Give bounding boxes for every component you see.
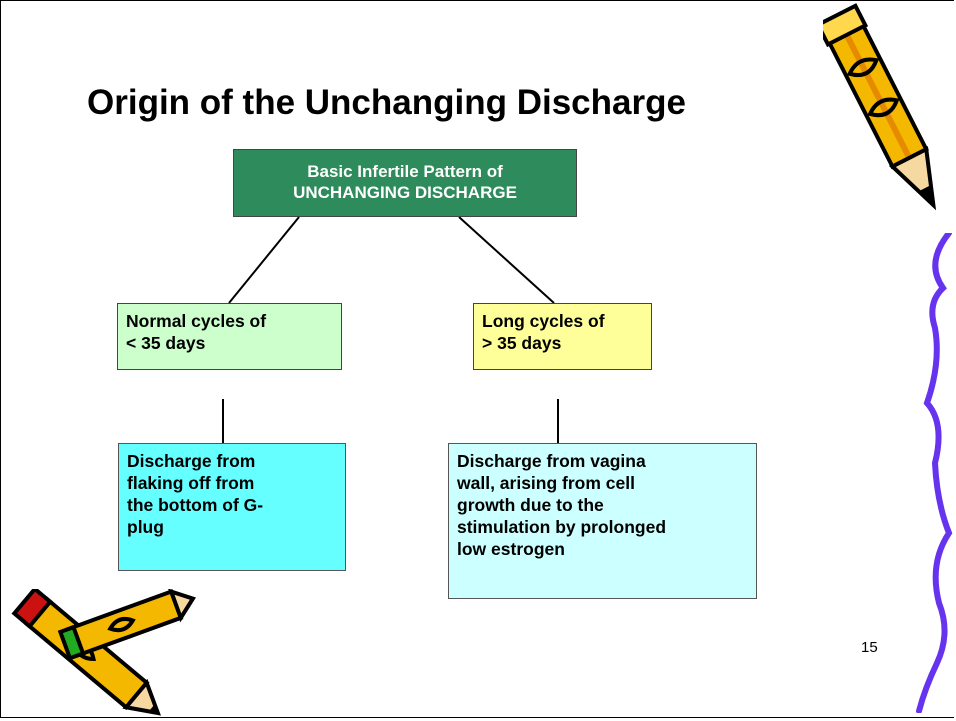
pencil-icon xyxy=(823,3,937,211)
long-cycles-line2: > 35 days xyxy=(482,333,562,353)
page-number: 15 xyxy=(861,639,878,656)
root-node: Basic Infertile Pattern of UNCHANGING DI… xyxy=(233,149,577,217)
vagina-discharge-node: Discharge from vagina wall, arising from… xyxy=(448,443,757,599)
flaking-discharge-line3: the bottom of G- xyxy=(127,495,264,515)
long-cycles-line1: Long cycles of xyxy=(482,311,605,331)
vagina-discharge-line2: wall, arising from cell xyxy=(457,473,635,493)
root-node-line1: Basic Infertile Pattern of xyxy=(307,162,503,181)
vagina-discharge-line4: stimulation by prolonged xyxy=(457,517,667,537)
crossed-pencils-icon xyxy=(11,589,196,716)
vagina-discharge-line3: growth due to the xyxy=(457,495,604,515)
long-cycles-node: Long cycles of > 35 days xyxy=(473,303,652,370)
flaking-discharge-line2: flaking off from xyxy=(127,473,255,493)
wavy-line xyxy=(916,233,953,713)
normal-cycles-line1: Normal cycles of xyxy=(126,311,267,331)
root-node-line2: UNCHANGING DISCHARGE xyxy=(293,183,517,202)
flaking-discharge-node: Discharge from flaking off from the bott… xyxy=(118,443,346,571)
normal-cycles-line2: < 35 days xyxy=(126,333,206,353)
connector-root-right xyxy=(458,216,555,304)
flaking-discharge-line4: plug xyxy=(127,517,164,537)
slide-title: Origin of the Unchanging Discharge xyxy=(87,83,686,122)
vagina-discharge-line5: low estrogen xyxy=(457,539,565,559)
flaking-discharge-line1: Discharge from xyxy=(127,451,256,471)
vagina-discharge-line1: Discharge from vagina xyxy=(457,451,646,471)
connector-root-left xyxy=(228,216,300,304)
normal-cycles-node: Normal cycles of < 35 days xyxy=(117,303,342,370)
